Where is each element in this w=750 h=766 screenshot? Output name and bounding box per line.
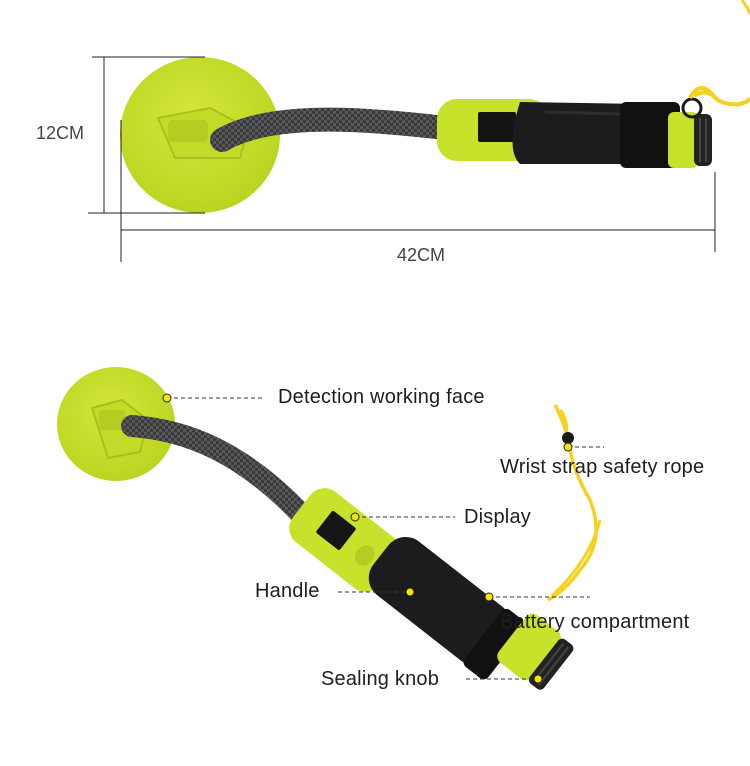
marker-display (350, 512, 360, 522)
rope-corner-fragment (740, 0, 750, 15)
height-dimension-label: 12CM (36, 123, 85, 143)
top-end-cap (668, 112, 698, 168)
top-wrist-rope (688, 86, 750, 107)
callout-sealing-knob: Sealing knob (321, 668, 440, 690)
bottom-handle (368, 536, 512, 666)
marker-detection-face (162, 393, 172, 403)
bottom-end-cap (497, 613, 561, 681)
callout-handle: Handle (255, 580, 320, 602)
marker-handle (405, 587, 415, 597)
marker-wrist-strap (563, 442, 573, 452)
top-handle (512, 102, 650, 164)
top-product-view (88, 0, 750, 262)
length-dimension-label: 42CM (397, 245, 446, 265)
length-dimension (120, 120, 716, 262)
bottom-product-view (57, 367, 604, 690)
marker-sealing-knob (533, 674, 543, 684)
height-dimension (88, 56, 205, 214)
callout-display: Display (464, 506, 531, 528)
marker-battery (484, 592, 494, 602)
bottom-flex-shaft (121, 415, 313, 526)
callout-wrist-strap: Wrist strap safety rope (500, 456, 705, 478)
flex-shaft (210, 107, 457, 152)
callout-battery: Battery compartment (500, 611, 690, 633)
callout-detection-face: Detection working face (278, 386, 485, 408)
top-display-window (478, 112, 516, 142)
